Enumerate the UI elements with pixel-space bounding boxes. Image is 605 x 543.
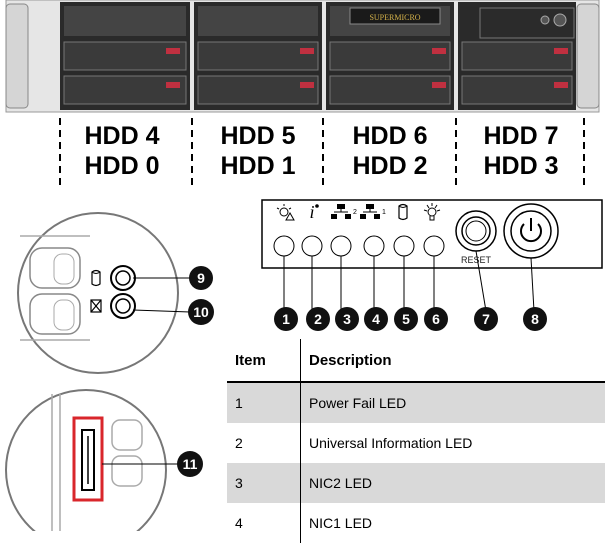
table-row: 1 Power Fail LED: [227, 382, 605, 423]
column-header-item: Item: [227, 339, 301, 382]
led-4: [364, 236, 384, 256]
description-cell: Universal Information LED: [301, 423, 605, 463]
svg-text:i: i: [309, 202, 314, 222]
hdd-led-detail: 9 10: [18, 213, 214, 373]
drive-labels: HDD 4 HDD 0 HDD 5 HDD 1 HDD 6 HDD 2 HDD …: [60, 118, 584, 190]
drive-label-hdd3: HDD 3: [483, 152, 558, 180]
callouts-row: 1 2 3 4 5 6 7 8: [274, 307, 547, 331]
table-header-row: Item Description: [227, 339, 605, 382]
svg-text:1: 1: [382, 209, 386, 216]
control-panel-detail: i 2 1 RESET: [262, 200, 602, 268]
drive-bay-column-1: [60, 2, 190, 110]
callout-6-label: 6: [432, 311, 440, 327]
table-row: 3 NIC2 LED: [227, 463, 605, 503]
drive-label-hdd2: HDD 2: [352, 152, 427, 180]
small-reset-button-icon: [541, 16, 549, 24]
callout-9-label: 9: [197, 270, 205, 286]
callout-10-label: 10: [193, 304, 209, 320]
led-5: [394, 236, 414, 256]
svg-text:2: 2: [353, 209, 357, 216]
led-3: [331, 236, 351, 256]
callout-1-label: 1: [282, 311, 290, 327]
drive-label-hdd1: HDD 1: [220, 152, 295, 180]
small-power-button-icon: [554, 14, 566, 26]
callout-3-label: 3: [343, 311, 351, 327]
drive-label-hdd0: HDD 0: [84, 152, 159, 180]
drive-label-hdd5: HDD 5: [220, 122, 295, 150]
description-cell: NIC2 LED: [301, 463, 605, 503]
item-cell: 3: [227, 463, 301, 503]
description-cell: NIC1 LED: [301, 503, 605, 543]
item-cell: 4: [227, 503, 301, 543]
led-6: [424, 236, 444, 256]
reset-button-core: [466, 221, 486, 241]
callout-5-label: 5: [402, 311, 410, 327]
item-description-table: Item Description 1 Power Fail LED 2 Univ…: [227, 339, 605, 543]
reset-label: RESET: [461, 255, 492, 265]
item-cell: 1: [227, 382, 301, 423]
item-cell: 2: [227, 423, 301, 463]
drive-label-hdd7: HDD 7: [483, 122, 558, 150]
column-header-description: Description: [301, 339, 605, 382]
callout-8-label: 8: [531, 311, 539, 327]
callout-11-label: 11: [183, 456, 198, 472]
callout-4-label: 4: [372, 311, 380, 327]
detail-circle-top: [18, 213, 178, 373]
table-row: 2 Universal Information LED: [227, 423, 605, 463]
left-rack-ear: [6, 4, 28, 108]
callout-7-label: 7: [482, 311, 490, 327]
description-cell: Power Fail LED: [301, 382, 605, 423]
front-slot-detail: 11: [6, 390, 203, 531]
bezel-logo: SUPERMICRO: [369, 13, 420, 22]
table-row: 4 NIC1 LED: [227, 503, 605, 543]
drive-label-hdd6: HDD 6: [352, 122, 427, 150]
drive-label-hdd4: HDD 4: [84, 122, 159, 150]
led-2: [302, 236, 322, 256]
callout-2-label: 2: [314, 311, 322, 327]
drive-bay-column-2: [194, 2, 322, 110]
led-1: [274, 236, 294, 256]
right-rack-ear: [577, 4, 599, 108]
chassis-front: SUPERMICRO: [6, 0, 599, 112]
